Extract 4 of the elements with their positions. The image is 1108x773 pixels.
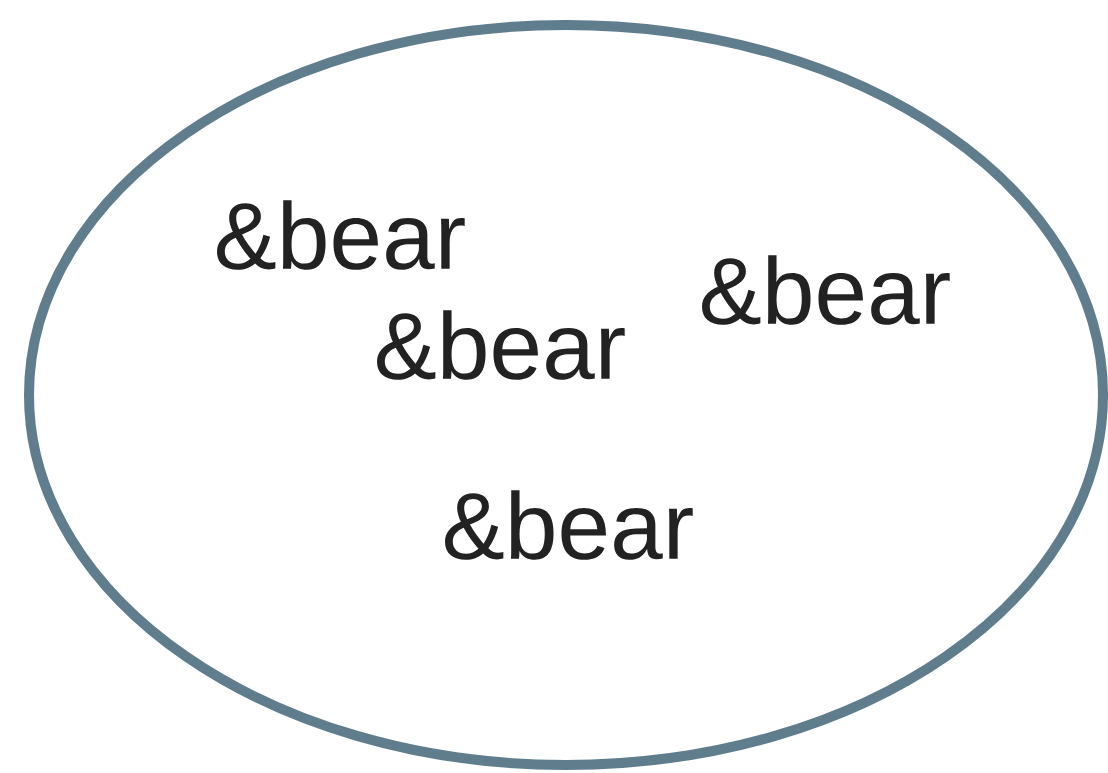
ellipse-label: &bear <box>217 200 465 270</box>
ellipse-label: &bear <box>377 310 625 380</box>
ellipse-label: &bear <box>445 490 693 560</box>
ellipse-label: &bear <box>702 255 950 325</box>
